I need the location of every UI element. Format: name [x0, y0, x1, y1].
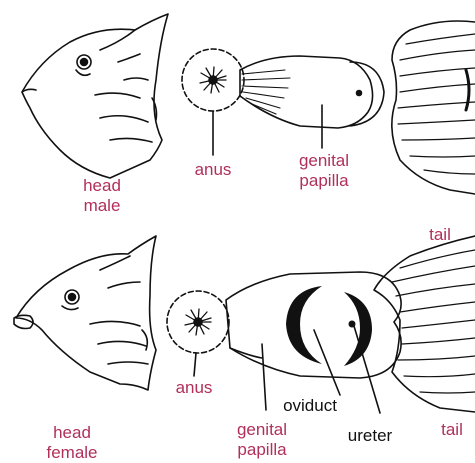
top-genital-label-line2: papilla [284, 171, 364, 190]
top-head-label-line2: male [62, 196, 142, 215]
female-ureter-pore [349, 321, 356, 328]
top-head-label-line1: head [62, 176, 142, 195]
top-tail-label: tail [420, 225, 460, 244]
top-anus-label: anus [183, 160, 243, 179]
male-papilla-drawing [240, 56, 384, 148]
female-anus-drawing [167, 291, 229, 376]
bottom-ureter-label: ureter [330, 426, 410, 445]
female-head-drawing [14, 236, 156, 390]
bottom-genital-label-line2: papilla [222, 440, 302, 459]
male-head-drawing [22, 14, 168, 178]
bottom-anus-label: anus [164, 378, 224, 397]
male-tail-drawing [392, 21, 475, 194]
female-tail-drawing [374, 236, 475, 412]
bottom-head-label-line1: head [32, 423, 112, 442]
male-anus-drawing [182, 49, 244, 155]
bottom-head-label-line2: female [22, 443, 122, 462]
female-papilla-drawing [226, 272, 401, 413]
bottom-genital-label-line1: genital [222, 420, 302, 439]
top-genital-label-line1: genital [284, 151, 364, 170]
bottom-tail-label: tail [432, 420, 472, 439]
bottom-oviduct-label: oviduct [270, 396, 350, 415]
female-oviduct-crescents [286, 286, 372, 366]
